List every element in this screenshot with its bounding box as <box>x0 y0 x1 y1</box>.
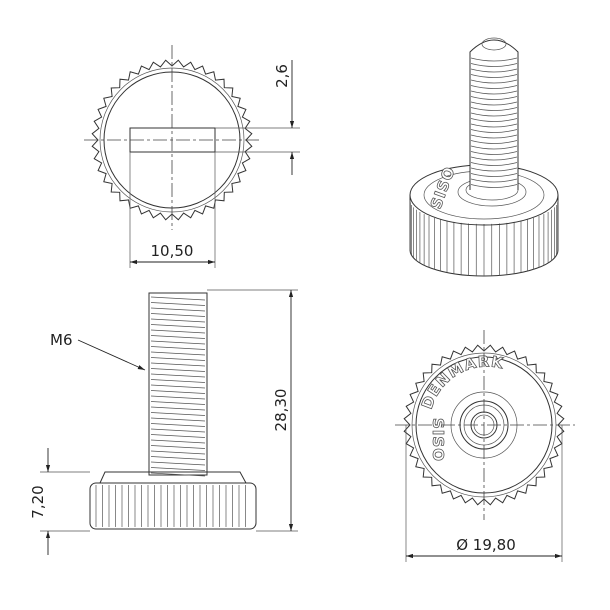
thread-crest <box>470 145 518 150</box>
knurl-outline <box>403 344 565 506</box>
thread-crest <box>150 368 206 372</box>
thread-crest <box>150 472 206 477</box>
isometric-view: SISO <box>409 37 559 277</box>
head <box>89 482 257 530</box>
thread-crest <box>470 151 518 155</box>
thread-crest <box>470 107 518 111</box>
thread-crest <box>150 318 206 323</box>
thread-crest <box>150 384 206 389</box>
thread-crest <box>470 74 518 78</box>
dim-head-height: 7,20 <box>29 485 47 518</box>
knurl-teeth <box>403 344 565 506</box>
top-view: 2,6 10,50 <box>84 45 300 268</box>
thread-crest <box>150 357 206 361</box>
dim-slot-depth: 2,6 <box>273 64 291 88</box>
thread-crest <box>150 302 206 306</box>
thread-crest <box>470 156 518 161</box>
thread-crest <box>150 329 206 334</box>
thread-crest <box>470 134 518 139</box>
thread-crest <box>150 346 206 350</box>
thread-crest <box>470 178 518 183</box>
thread-crest <box>150 379 206 383</box>
thread-crest <box>150 406 206 411</box>
thread-crest <box>150 417 206 422</box>
thread-crest <box>470 57 518 62</box>
side-view: 28,30 7,20 M6 <box>29 289 298 555</box>
thread-crest <box>470 79 518 84</box>
thread <box>470 57 518 188</box>
thread-crest <box>470 140 518 144</box>
thread-crest <box>150 313 206 317</box>
thread-crest <box>150 307 206 312</box>
thread-crest <box>150 373 206 378</box>
thread-crest <box>470 162 518 166</box>
leader-line <box>77 339 146 371</box>
thread-crest <box>150 428 206 433</box>
thread-crest <box>150 450 206 455</box>
thread-crest <box>470 101 518 106</box>
thread-crest <box>150 461 206 466</box>
engraving-iso: SISO <box>427 164 459 211</box>
shaft <box>148 292 208 476</box>
knurl-ridges <box>95 485 246 527</box>
thread-crest <box>470 118 518 122</box>
thread-callout: M6 <box>50 331 73 349</box>
thread-crest <box>470 173 518 177</box>
thread-crest <box>470 184 518 188</box>
thread-crest <box>150 434 206 438</box>
knurl-ridges <box>409 200 559 276</box>
thread-crest <box>150 335 206 339</box>
thread-crest <box>470 68 518 73</box>
thread-crest <box>470 90 518 95</box>
dim-slot-width: 10,50 <box>151 242 194 260</box>
thread-crest <box>150 324 206 328</box>
thread-crest <box>150 401 206 405</box>
thread-crest <box>150 423 206 427</box>
thread-crest <box>150 351 206 356</box>
thread-crest <box>150 390 206 394</box>
dim-head-diameter: Ø 19,80 <box>456 536 516 554</box>
thread-crest <box>470 63 518 67</box>
thread-crest <box>470 123 518 128</box>
thread-crest <box>150 412 206 416</box>
thread-crest <box>150 445 206 449</box>
thread-crest <box>470 96 518 100</box>
thread-crest <box>150 467 206 471</box>
dim-total-length: 28,30 <box>272 389 290 432</box>
thread-crest <box>150 395 206 400</box>
engraving-left: SISO <box>429 418 447 462</box>
thread-crest <box>150 456 206 460</box>
thread <box>150 296 206 477</box>
bottom-view: DENMARK SISO Ø 19,80 <box>395 330 575 562</box>
thread-crest <box>470 112 518 117</box>
thread-crest <box>150 362 206 367</box>
thread-crest <box>470 85 518 89</box>
thread-crest <box>150 340 206 345</box>
thread-crest <box>150 296 206 301</box>
thread-crest <box>150 439 206 444</box>
thread-crest <box>470 167 518 172</box>
thread-crest <box>470 129 518 133</box>
